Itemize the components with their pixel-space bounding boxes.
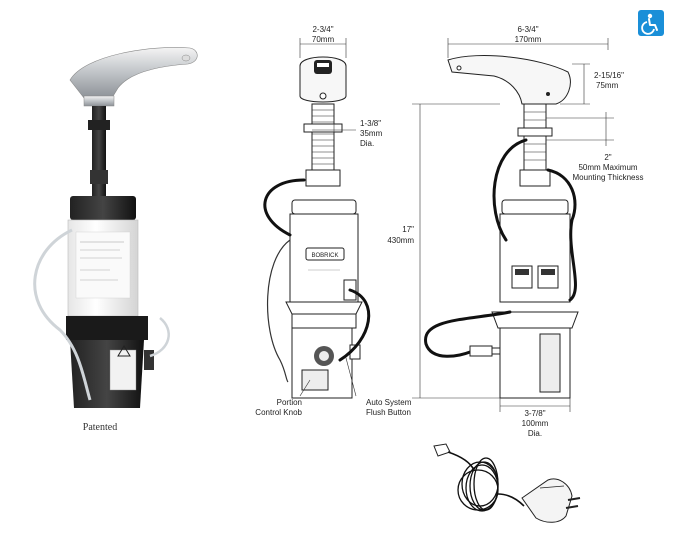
side-view-drawing bbox=[424, 55, 579, 399]
portion-control-knob-callout: Portion Control Knob bbox=[255, 379, 311, 417]
total-height-dimension: 17" 430mm bbox=[387, 103, 500, 399]
svg-text:70mm: 70mm bbox=[312, 35, 335, 44]
svg-text:Dia.: Dia. bbox=[360, 139, 374, 148]
svg-text:170mm: 170mm bbox=[515, 35, 542, 44]
svg-text:Control Knob: Control Knob bbox=[255, 408, 302, 417]
power-adapter-drawing bbox=[433, 443, 581, 523]
svg-text:2-3/4": 2-3/4" bbox=[312, 25, 333, 34]
svg-text:3-7/8": 3-7/8" bbox=[524, 409, 545, 418]
svg-text:50mm Maximum: 50mm Maximum bbox=[578, 163, 637, 172]
front-view-drawing: BOBRICK bbox=[263, 56, 371, 399]
svg-text:17": 17" bbox=[402, 225, 414, 234]
front-top-width-dimension: 2-3/4" 70mm bbox=[299, 25, 347, 58]
product-photo bbox=[33, 47, 198, 408]
svg-text:BOBRICK: BOBRICK bbox=[311, 253, 338, 259]
wheelchair-accessibility-icon bbox=[638, 10, 664, 36]
svg-text:Portion: Portion bbox=[277, 398, 302, 407]
mounting-thickness-dimension: 2" 50mm Maximum Mounting Thickness bbox=[546, 112, 644, 182]
svg-text:100mm: 100mm bbox=[522, 419, 549, 428]
svg-text:35mm: 35mm bbox=[360, 129, 383, 138]
svg-text:2": 2" bbox=[604, 153, 611, 162]
svg-text:2-15/16": 2-15/16" bbox=[594, 71, 624, 80]
svg-text:Auto System: Auto System bbox=[366, 398, 412, 407]
svg-text:1-3/8": 1-3/8" bbox=[360, 119, 381, 128]
svg-text:Dia.: Dia. bbox=[528, 429, 542, 438]
spout-height-dimension: 2-15/16" 75mm bbox=[560, 63, 624, 105]
svg-text:Flush Button: Flush Button bbox=[366, 408, 411, 417]
svg-text:430mm: 430mm bbox=[387, 236, 414, 245]
auto-system-flush-button-callout: Auto System Flush Button bbox=[345, 357, 412, 417]
spout-length-dimension: 6-3/4" 170mm bbox=[447, 25, 609, 58]
svg-text:Mounting Thickness: Mounting Thickness bbox=[573, 173, 644, 182]
shank-diameter-dimension: 1-3/8" 35mm Dia. bbox=[312, 119, 383, 148]
photo-caption: Patented bbox=[83, 422, 117, 433]
svg-text:75mm: 75mm bbox=[596, 81, 619, 90]
base-diameter-dimension: 3-7/8" 100mm Dia. bbox=[499, 398, 571, 438]
svg-text:6-3/4": 6-3/4" bbox=[517, 25, 538, 34]
